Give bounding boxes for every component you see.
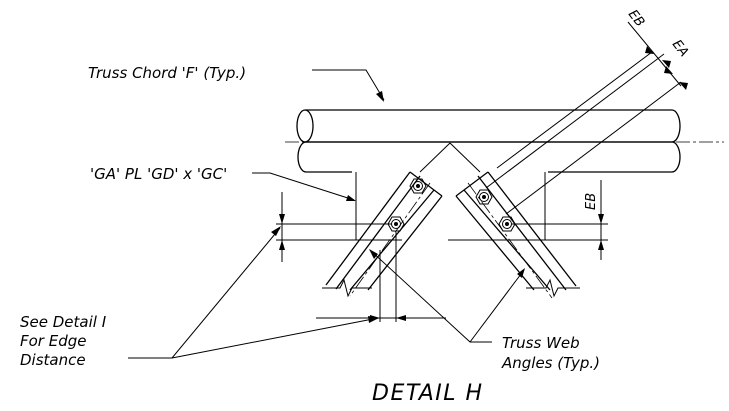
- gusset-plate: [352, 142, 552, 241]
- web-angles-label-line2: Angles (Typ.): [501, 354, 600, 372]
- bolt-right-lower: [498, 216, 516, 232]
- ea-dimension-label: EA: [669, 37, 691, 60]
- eb-top-dimension-label: EB: [625, 7, 647, 30]
- inclined-dimensions: [485, 21, 688, 215]
- detail-title: DETAIL H: [372, 381, 484, 406]
- right-eb-dimension: [512, 180, 608, 260]
- see-detail-label-line2: For Edge: [20, 332, 87, 350]
- left-web-angle: [322, 171, 443, 298]
- bolt-right-upper: [475, 189, 493, 205]
- bolt-left-upper: [409, 178, 427, 194]
- see-detail-label-line1: See Detail I: [20, 313, 107, 331]
- web-angles-label-line1: Truss Web: [502, 334, 580, 352]
- truss-chord: [285, 109, 724, 173]
- truss-chord-label: Truss Chord 'F' (Typ.): [88, 64, 246, 82]
- see-detail-label-line3: Distance: [20, 351, 86, 369]
- bottom-edge-dimension: [316, 232, 446, 322]
- leaders: [128, 69, 525, 359]
- eb-side-dimension-label: EB: [584, 193, 599, 210]
- left-edge-dimension: [276, 192, 392, 262]
- gusset-plate-label: 'GA' PL 'GD' x 'GC': [90, 165, 227, 183]
- right-web-angle: [455, 171, 580, 299]
